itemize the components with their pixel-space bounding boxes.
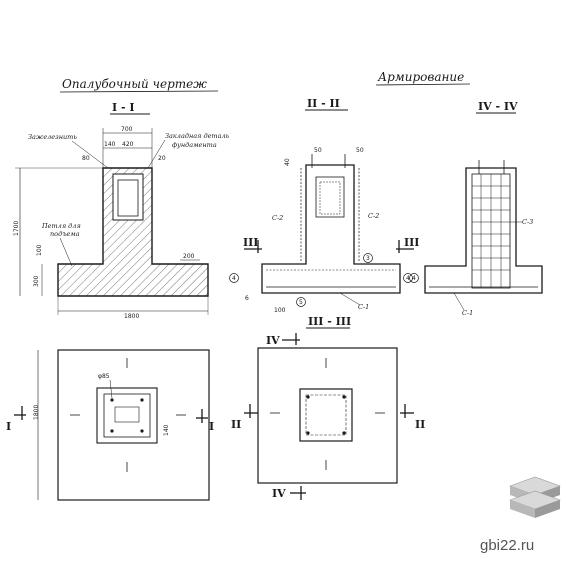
cut-2-left: II (231, 418, 241, 431)
callout-4-right-text: 4 (406, 275, 410, 282)
plan-1-embedded (114, 406, 140, 423)
section-1-drawing: 700 140 420 20 80 Зажелезнить Закладная … (13, 126, 230, 320)
plan-1-outline (57, 349, 210, 501)
plan-1-hole-1 (110, 398, 114, 402)
stack-logo-icon (509, 476, 561, 518)
callout-3-text: 3 (366, 255, 370, 262)
label-embedded: Закладная деталь (165, 132, 230, 140)
dim-140: 140 (104, 141, 116, 148)
dim-40: 40 (284, 158, 291, 166)
leader-c1-2 (339, 292, 361, 306)
leader-c1-4 (453, 292, 465, 311)
dim-700: 700 (121, 126, 133, 133)
socket-void (112, 173, 144, 221)
socket-inner (117, 179, 139, 217)
dim-300: 300 (33, 275, 40, 287)
plan-3-inner (305, 394, 347, 436)
plan-3-bar-1 (306, 395, 310, 399)
callout-4-iv-text: 4 (412, 275, 416, 282)
dim-100-2: 100 (274, 307, 286, 314)
dim-1800-plan: 1800 (33, 405, 40, 420)
section-title-2: II - II (307, 97, 340, 110)
cut-1-left: I (6, 420, 11, 433)
callout-4-iv (409, 273, 419, 283)
cut-3-right: III (404, 236, 419, 249)
plan-3-bar-4 (342, 431, 346, 435)
dim-20: 20 (158, 155, 166, 162)
dim-phi85: φ85 (98, 373, 110, 380)
callout-5-text: 5 (299, 299, 303, 306)
plan-3: II II IV IV (231, 333, 425, 500)
dim-1700: 1700 (13, 221, 20, 236)
label-loop-1: Петля для (41, 222, 81, 230)
section-title-4: IV - IV (478, 100, 518, 113)
reinforcement-title: Армирование (377, 70, 464, 84)
socket-2 (315, 176, 345, 218)
label-iron: Зажелезнить (28, 133, 77, 141)
plan-1-hole-4 (140, 429, 144, 433)
callout-5 (296, 297, 306, 307)
callout-4-left (229, 273, 239, 283)
dim-1800-bottom: 1800 (124, 313, 139, 320)
dim-200: 200 (183, 253, 195, 260)
section-2-drawing: 50 50 40 С-2 С-2 С-1 4 4 3 5 100 6 III I… (229, 147, 419, 314)
plan-1-hole-2 (140, 398, 144, 402)
socket-2-inner (319, 181, 341, 215)
cut-3-left: III (243, 236, 258, 249)
plan-1-column (96, 387, 158, 444)
dim-100-left: 100 (36, 244, 43, 256)
section-title-1: I - I (112, 101, 135, 114)
cut-1-right: I (209, 420, 214, 433)
label-loop-2: подъема (50, 230, 80, 238)
callout-4-left-text: 4 (232, 275, 236, 282)
plan-1-hole-3 (110, 429, 114, 433)
plan-1: 1800 φ85 140 I I (6, 349, 214, 501)
cut-4-top: IV (266, 334, 280, 347)
cut-4-bottom: IV (272, 487, 286, 500)
cut-2-right: II (415, 418, 425, 431)
dim-6: 6 (245, 295, 249, 302)
plan-3-outline (257, 347, 398, 484)
label-c2-right: С-2 (368, 212, 379, 220)
label-c1-2: С-1 (358, 303, 369, 311)
reinforcement-title-underline (375, 83, 471, 86)
leader-iron (71, 140, 109, 169)
leader-phi85 (109, 379, 113, 399)
plan-3-column (299, 388, 353, 442)
label-c2-left: С-2 (272, 214, 283, 222)
section-4-outline (424, 167, 543, 294)
section-4-drawing: С-3 С-1 4 (409, 160, 543, 317)
plan-3-bar-3 (306, 431, 310, 435)
label-c3: С-3 (522, 218, 533, 226)
formwork-title: Опалубочный чертеж (62, 77, 207, 91)
label-c1-4: С-1 (462, 309, 473, 317)
callout-3 (363, 253, 373, 263)
plan-3-bar-2 (342, 395, 346, 399)
dim-50-right: 50 (356, 147, 364, 154)
section-title-3: III - III (308, 315, 351, 328)
dim-80: 80 (82, 155, 90, 162)
dim-140-plan: 140 (163, 424, 170, 436)
leader-embedded (147, 139, 166, 169)
callout-4-right (403, 273, 413, 283)
plan-1-socket (103, 393, 151, 438)
dim-420: 420 (122, 141, 134, 148)
cage-grid (472, 174, 510, 288)
label-foundation: фундамента (172, 141, 217, 149)
formwork-title-underline (59, 90, 219, 93)
brand-watermark: gbi22.ru (480, 537, 535, 554)
dim-50-left: 50 (314, 147, 322, 154)
section-2-outline (261, 164, 401, 294)
leader-loop (59, 237, 73, 267)
